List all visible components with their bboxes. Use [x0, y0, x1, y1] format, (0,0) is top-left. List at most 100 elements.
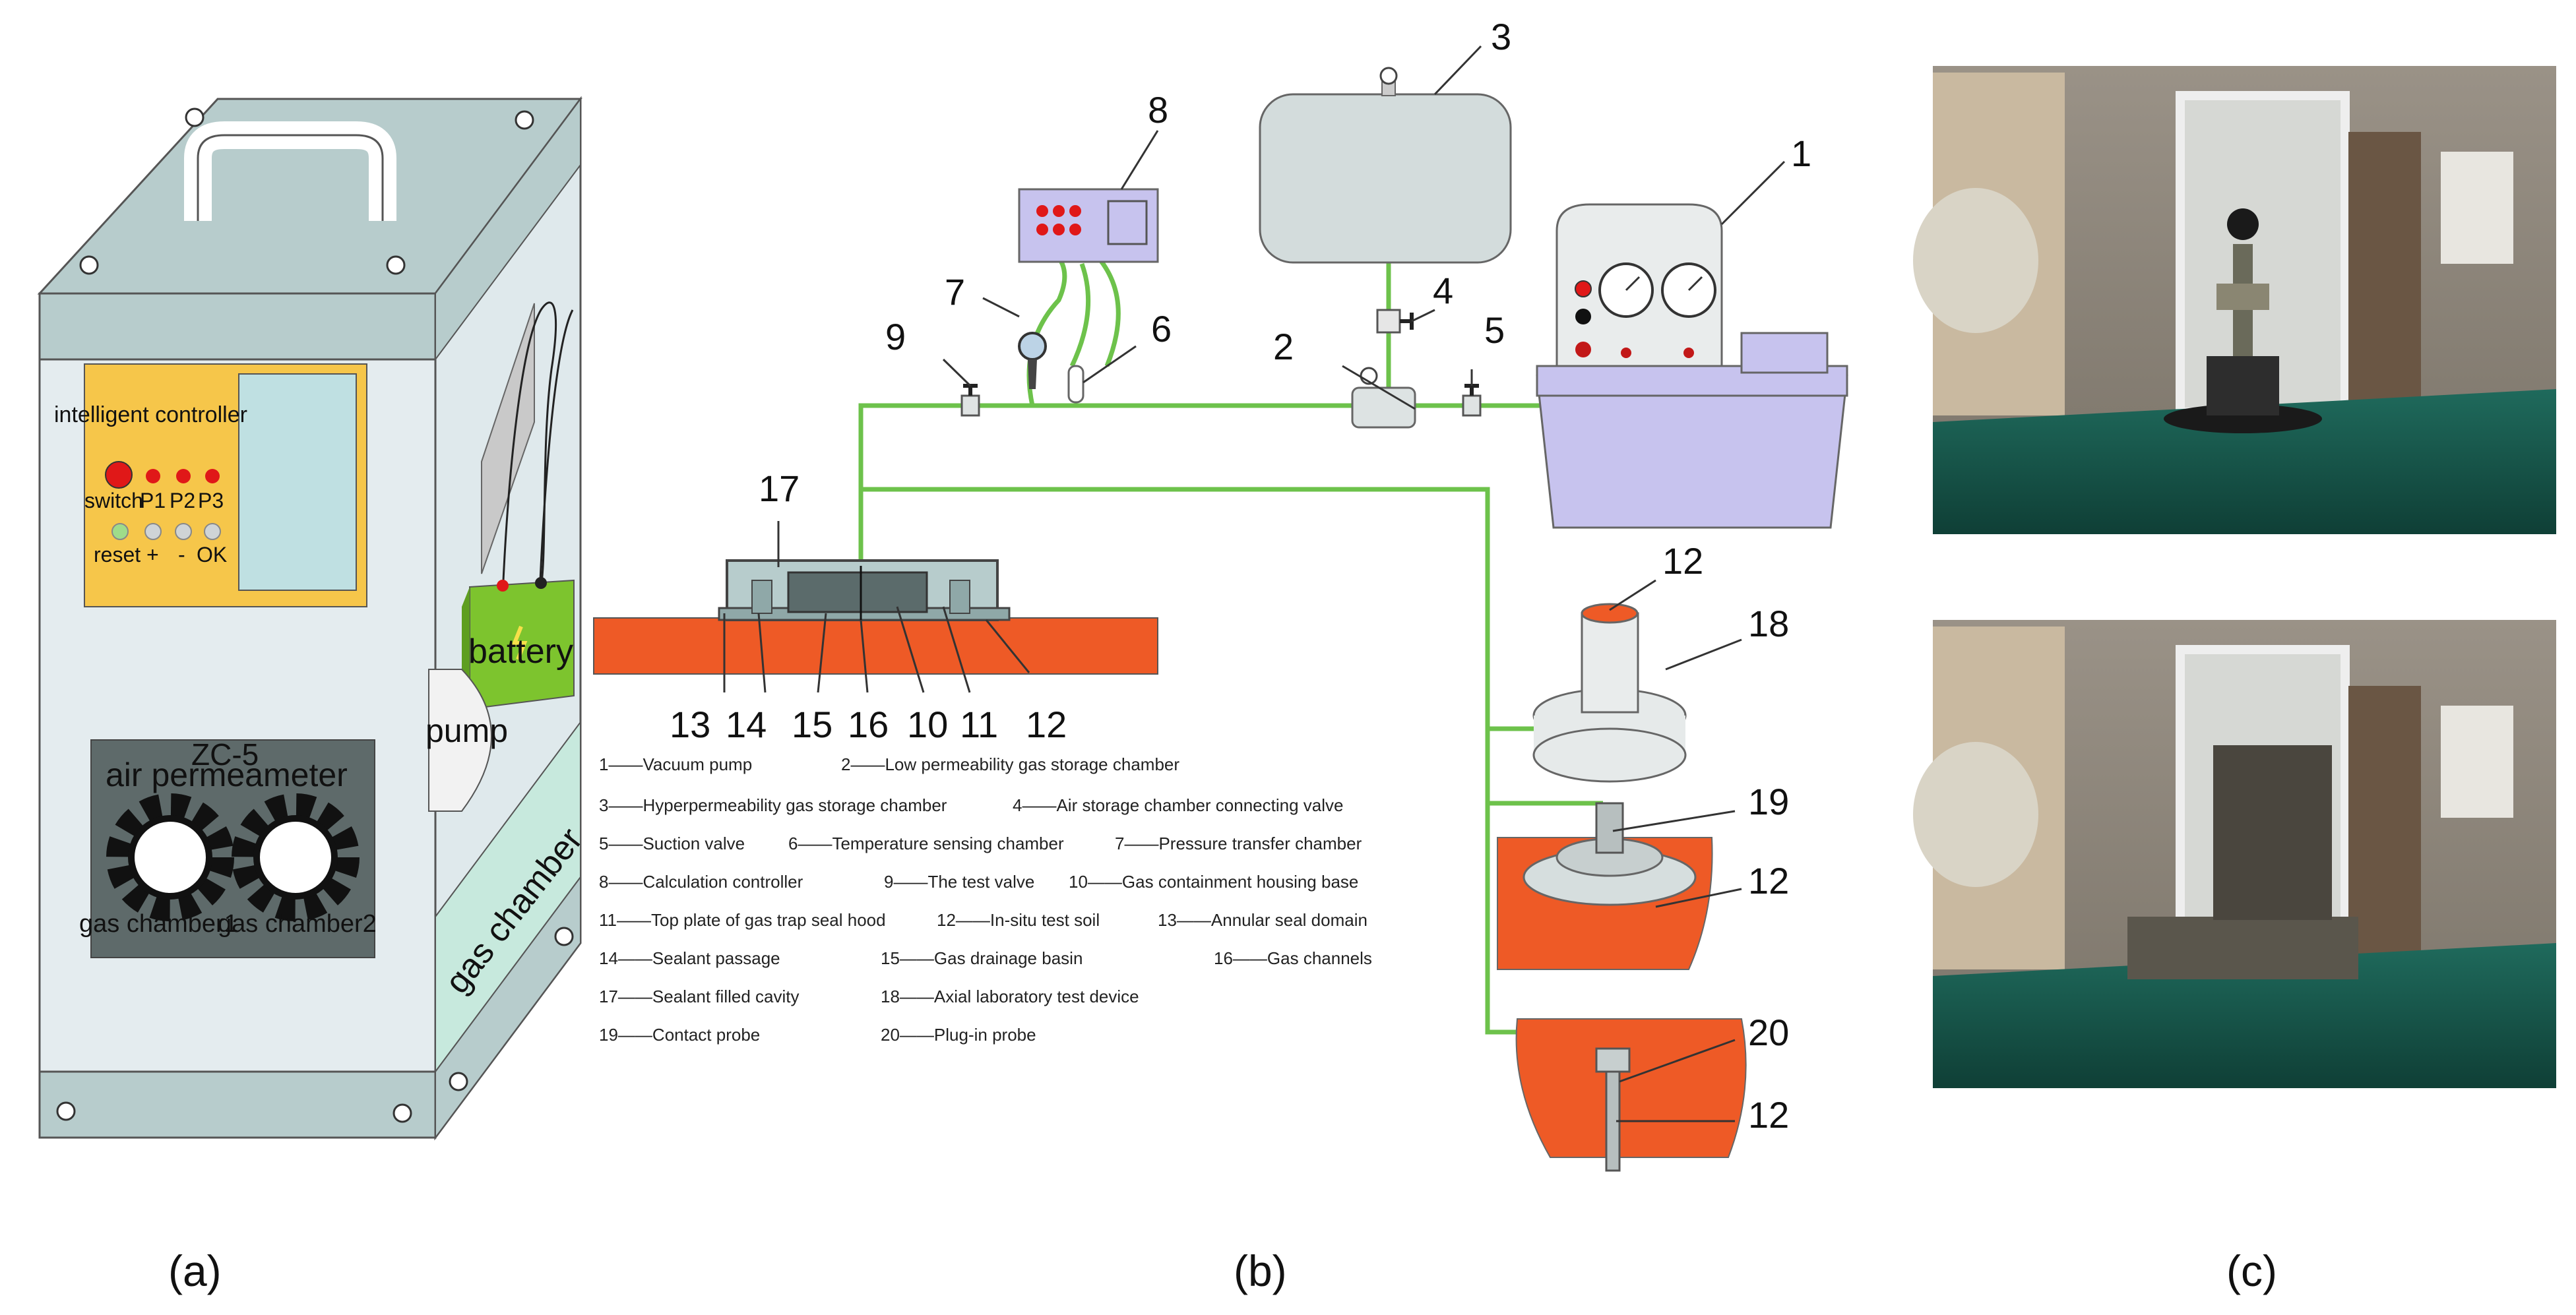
- handle-outline: [197, 134, 384, 221]
- gauge-needles: [1625, 276, 1703, 291]
- legend-item: 4——Air storage chamber connecting valve: [1013, 795, 1343, 815]
- battery-negative-terminal: [535, 577, 547, 589]
- box-top-band: [38, 292, 437, 361]
- label-10: 10: [907, 704, 948, 745]
- label-12-contact: 12: [1748, 860, 1789, 902]
- controller-display: [238, 373, 357, 591]
- legend-item: 18——Axial laboratory test device: [881, 987, 1139, 1006]
- sensor-7-stem: [1028, 359, 1037, 389]
- screw-icon: [393, 1103, 412, 1123]
- test-valve-9: [960, 394, 980, 417]
- controller-buttons: [1036, 205, 1081, 235]
- screw-icon: [554, 927, 574, 946]
- legend-item: 10——Gas containment housing base: [1069, 872, 1358, 892]
- photo-bucket: [1913, 742, 2038, 887]
- legend-item: 2——Low permeability gas storage chamber: [841, 754, 1179, 774]
- minus-button[interactable]: [175, 523, 192, 540]
- legend-item: 7——Pressure transfer chamber: [1115, 834, 1362, 853]
- caption-a: (a): [168, 1246, 222, 1295]
- label-18: 18: [1748, 603, 1789, 644]
- switch-label: switch: [84, 489, 143, 512]
- label-2: 2: [1273, 326, 1294, 367]
- controller-label: intelligent controller: [54, 402, 247, 427]
- screw-icon: [56, 1101, 76, 1121]
- box-bottom-band: [38, 1070, 437, 1139]
- gas-trap-seal-hood: [787, 571, 928, 613]
- chamber1-label: gas chamber1: [79, 910, 238, 938]
- label-12-slab: 12: [1026, 704, 1067, 745]
- legend: 1——Vacuum pump 2——Low permeability gas s…: [599, 754, 1372, 1045]
- reset-button[interactable]: [111, 523, 129, 540]
- legend-item: 9——The test valve: [884, 872, 1034, 892]
- p3-label: P3: [198, 489, 224, 512]
- ok-button[interactable]: [204, 523, 221, 540]
- legend-item: 1——Vacuum pump: [599, 754, 752, 774]
- label-4: 4: [1433, 270, 1453, 311]
- legend-item: 12——In-situ test soil: [937, 910, 1100, 930]
- photo-axial-cylinder: [2213, 745, 2332, 920]
- soil-block-20: [1515, 1018, 1747, 1158]
- legend-item: 5——Suction valve: [599, 834, 745, 853]
- battery-label: battery: [468, 632, 573, 671]
- legend-item: 14——Sealant passage: [599, 948, 780, 968]
- vacuum-pump-rim: [1536, 365, 1848, 397]
- p1-button[interactable]: [146, 469, 160, 483]
- temperature-chamber-6: [1067, 365, 1084, 404]
- gear-icon-1: [106, 793, 234, 921]
- label-13: 13: [670, 704, 710, 745]
- photo-bucket: [1913, 188, 2038, 333]
- legend-item: 20——Plug-in probe: [881, 1025, 1036, 1045]
- caption-c: (c): [2226, 1246, 2277, 1295]
- gas-storage-tank: [1259, 93, 1512, 264]
- p2-button[interactable]: [176, 469, 191, 483]
- pump-indicator-dark-red: [1575, 342, 1591, 357]
- label-14: 14: [726, 704, 767, 745]
- pump-indicator: [1621, 348, 1631, 358]
- legend-item: 17——Sealant filled cavity: [599, 987, 799, 1006]
- contact-probe-19: [1595, 802, 1624, 854]
- in-situ-soil-slab: [593, 617, 1158, 675]
- screw-icon: [79, 255, 99, 275]
- photo-door-frame: [2348, 132, 2421, 409]
- label-12-axial: 12: [1662, 540, 1703, 582]
- photo-bottom: [1913, 620, 2556, 1088]
- leader-lines: [723, 45, 1786, 1122]
- sensor-tube-6: [1069, 252, 1121, 367]
- ok-label: OK: [197, 543, 227, 566]
- legend-item: 13——Annular seal domain: [1158, 910, 1367, 930]
- photo-bench: [1933, 389, 2556, 534]
- valve-handle-icon: [1464, 384, 1479, 396]
- sealant-cavity: [751, 580, 772, 614]
- axial-device-cylinder: [1581, 612, 1639, 714]
- p3-button[interactable]: [205, 469, 220, 483]
- switch-button[interactable]: [105, 461, 133, 489]
- vacuum-pump-box: [1740, 332, 1829, 374]
- legend-item: 6——Temperature sensing chamber: [788, 834, 1064, 853]
- battery-positive-terminal: [497, 580, 509, 592]
- pump-label: pump: [425, 712, 508, 749]
- valve-handle-icon: [1400, 313, 1414, 330]
- model-label: ZC-5: [191, 737, 259, 772]
- lower-pipe: [861, 487, 1577, 731]
- pump-indicator-black: [1575, 309, 1591, 324]
- photo-door-frame: [2348, 686, 2421, 963]
- legend-item: 3——Hyperpermeability gas storage chamber: [599, 795, 947, 815]
- label-9: 9: [885, 316, 906, 357]
- caption-b: (b): [1234, 1246, 1287, 1295]
- plug-in-probe-head: [1595, 1047, 1631, 1073]
- cable: [538, 309, 574, 596]
- axial-soil-sample: [1581, 603, 1639, 624]
- screw-icon: [449, 1072, 468, 1091]
- vacuum-pump-base: [1536, 375, 1848, 529]
- main-pipe: [858, 403, 1544, 567]
- plus-button[interactable]: [144, 523, 162, 540]
- p2-label: P2: [170, 489, 195, 512]
- label-3: 3: [1491, 16, 1511, 57]
- label-17: 17: [759, 468, 800, 509]
- screw-icon: [386, 255, 406, 275]
- legend-item: 11——Top plate of gas trap seal hood: [599, 910, 886, 930]
- screw-icon: [185, 107, 204, 127]
- legend-item: 8——Calculation controller: [599, 872, 803, 892]
- legend-item: 19——Contact probe: [599, 1025, 760, 1045]
- label-15: 15: [792, 704, 832, 745]
